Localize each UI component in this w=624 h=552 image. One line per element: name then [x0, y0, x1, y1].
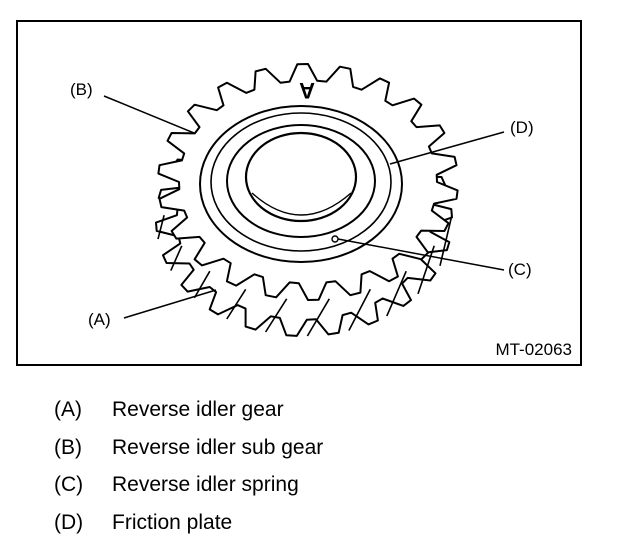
legend-key: (D) — [54, 510, 84, 534]
legend-text: Reverse idler gear — [112, 398, 284, 421]
legend-text: Friction plate — [112, 510, 233, 534]
gear-side-line — [264, 298, 288, 333]
hub-bore — [244, 131, 358, 223]
callout-a: (A) — [88, 310, 111, 329]
gear-side-line — [439, 215, 453, 266]
leader-line-d — [389, 131, 505, 165]
gear-side-line — [193, 270, 211, 299]
gear-face-width-lines — [157, 215, 453, 337]
legend-key: (B) — [54, 435, 82, 459]
leader-line-c — [337, 238, 505, 271]
legend-key: (A) — [54, 398, 82, 421]
gear-side-line — [170, 245, 183, 271]
gear-a-mark: A — [299, 78, 315, 103]
legend-text: Reverse idler spring — [112, 473, 299, 496]
hub-inner-shadow — [251, 192, 352, 216]
gear-side-line — [417, 245, 435, 295]
leader-line-b — [103, 95, 195, 134]
callout-c: (C) — [508, 260, 532, 279]
figure-code: MT-02063 — [495, 340, 572, 359]
reverse-idler-spring-mark — [331, 235, 339, 243]
callout-b: (B) — [70, 80, 93, 99]
gear-side-line — [306, 298, 330, 337]
legend-key: (C) — [54, 473, 84, 496]
legend-text: Reverse idler sub gear — [112, 435, 324, 459]
leader-line-a — [123, 289, 217, 319]
figure-frame: A (B) (D) (C) (A) MT-02063 — [16, 20, 582, 366]
reverse-idler-gear-drawing: A — [155, 63, 459, 337]
friction-plate-inner-rim — [210, 112, 392, 252]
gear-side-line — [386, 270, 407, 317]
callout-d: (D) — [510, 118, 534, 137]
gear-side-line — [226, 288, 247, 320]
gear-side-line — [157, 215, 165, 240]
gear-side-line — [348, 288, 372, 331]
gear-illustration: A — [103, 63, 505, 337]
